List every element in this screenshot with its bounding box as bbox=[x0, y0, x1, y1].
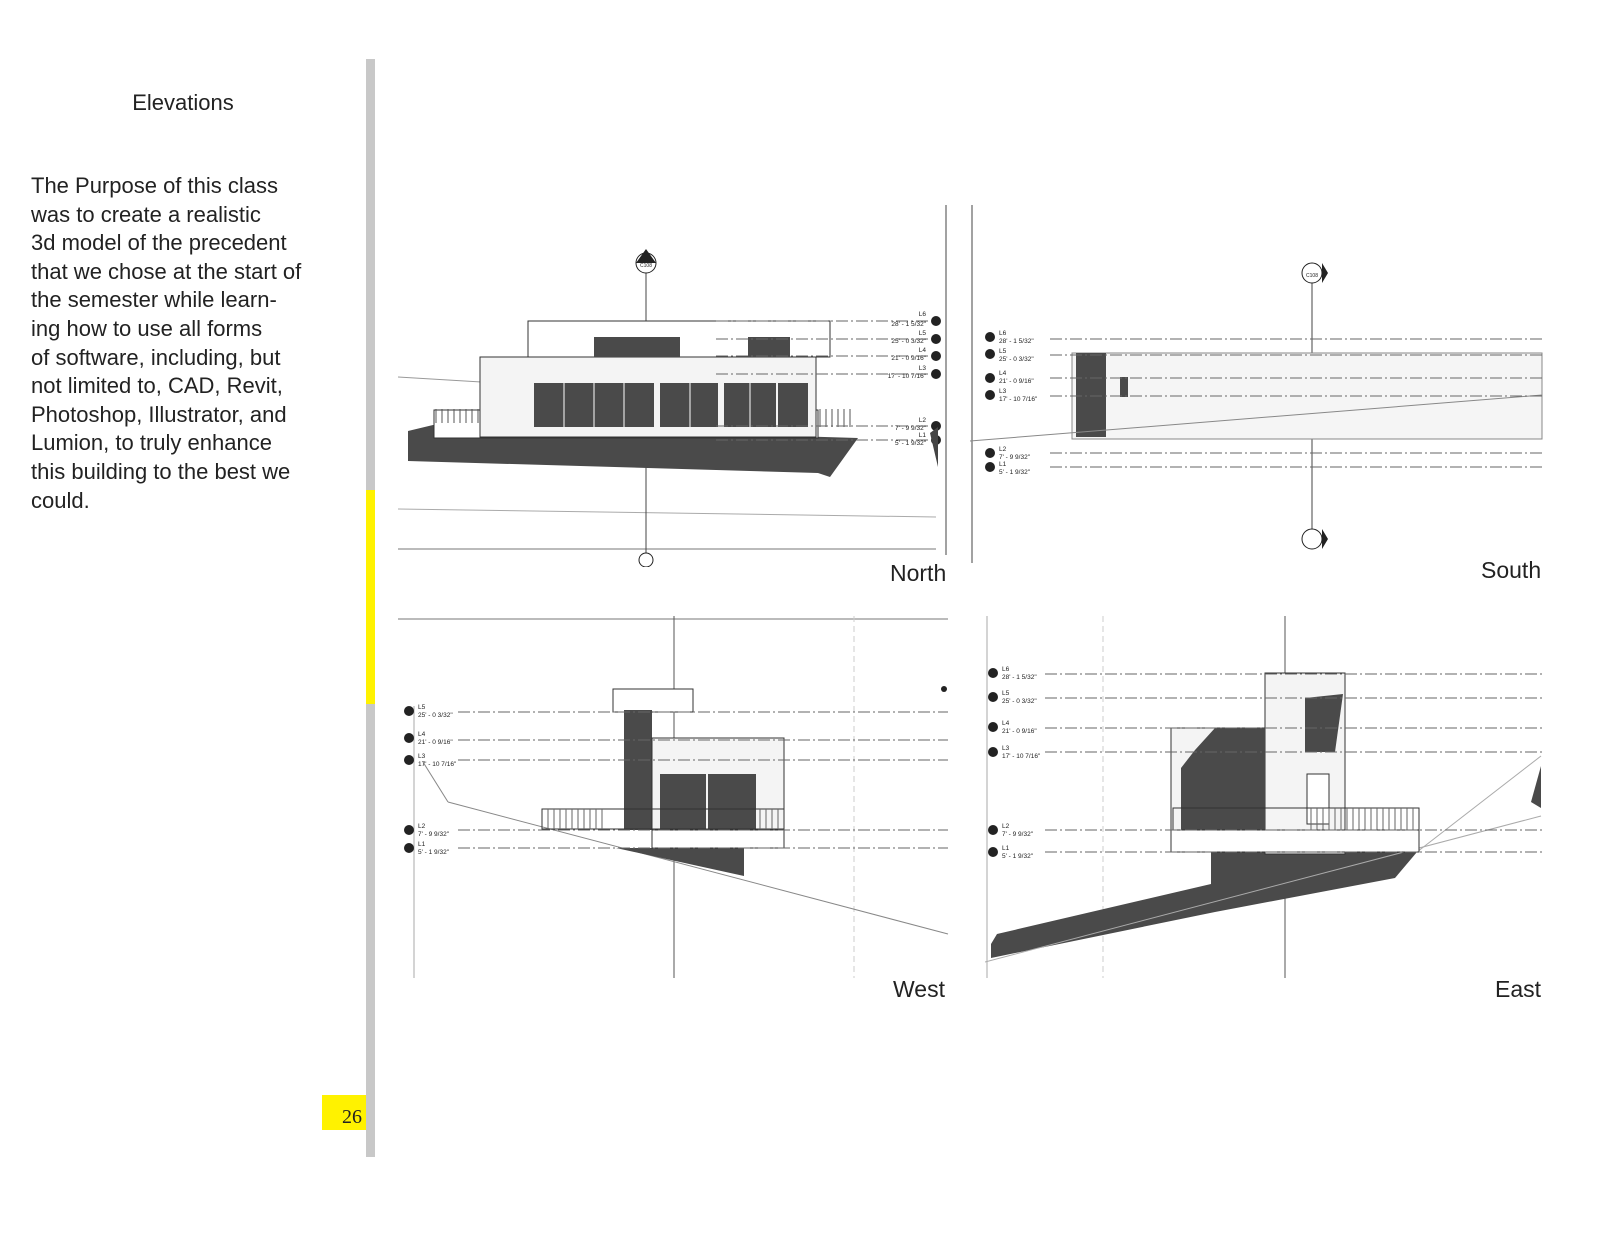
south-level-name: L6 bbox=[999, 330, 1007, 337]
north-level-value: 25' - 0 3/32" bbox=[891, 338, 926, 345]
south-level-value: 7' - 9 9/32" bbox=[999, 454, 1031, 461]
north-level-value: 7' - 9 9/32" bbox=[895, 425, 927, 432]
north-level-value: 28' - 1 5/32" bbox=[891, 321, 926, 328]
west-level-name: L5 bbox=[418, 704, 426, 711]
east-level-value: 28' - 1 5/32" bbox=[1002, 674, 1037, 681]
north-level-name: L1 bbox=[919, 432, 927, 439]
east-level-name: L2 bbox=[1002, 823, 1010, 830]
east-level-name: L4 bbox=[1002, 720, 1010, 727]
west-level-value: 7' - 9 9/32" bbox=[418, 831, 450, 838]
south-level-value: 5' - 1 9/32" bbox=[999, 469, 1031, 476]
south-elevation-drawing: L6 28' - 1 5/32" L5 25' - 0 3/32" L4 21'… bbox=[970, 205, 1545, 567]
yellow-rail-accent bbox=[366, 490, 375, 704]
south-section-tag: C108 bbox=[1306, 273, 1318, 279]
west-level-name: L4 bbox=[418, 731, 426, 738]
east-level-name: L1 bbox=[1002, 845, 1010, 852]
description-paragraph: The Purpose of this class was to create … bbox=[31, 173, 302, 513]
west-level-value: 5' - 1 9/32" bbox=[418, 849, 450, 856]
east-elevation-drawing: L6 28' - 1 5/32" L5 25' - 0 3/32" L4 21'… bbox=[985, 616, 1545, 981]
south-level-name: L4 bbox=[999, 370, 1007, 377]
east-level-value: 17' - 10 7/16" bbox=[1002, 753, 1041, 760]
east-level-name: L6 bbox=[1002, 666, 1010, 673]
south-level-value: 17' - 10 7/16" bbox=[999, 396, 1038, 403]
east-level-value: 5' - 1 9/32" bbox=[1002, 853, 1034, 860]
west-level-name: L1 bbox=[418, 841, 426, 848]
south-level-value: 25' - 0 3/32" bbox=[999, 356, 1034, 363]
west-elevation-drawing: L5 25' - 0 3/32" L4 21' - 0 9/16" L3 17'… bbox=[398, 616, 953, 981]
east-level-name: L3 bbox=[1002, 745, 1010, 752]
north-level-value: 21' - 0 9/16" bbox=[891, 355, 926, 362]
south-level-name: L5 bbox=[999, 348, 1007, 355]
east-label: East bbox=[1495, 976, 1542, 1002]
west-level-value: 25' - 0 3/32" bbox=[418, 712, 453, 719]
south-level-name: L3 bbox=[999, 388, 1007, 395]
page-title: Elevations bbox=[132, 90, 234, 115]
east-level-value: 21' - 0 9/16" bbox=[1002, 728, 1037, 735]
west-level-name: L3 bbox=[418, 753, 426, 760]
south-label: South bbox=[1481, 557, 1542, 583]
north-level-name: L6 bbox=[919, 311, 927, 318]
north-level-name: L2 bbox=[919, 417, 927, 424]
north-level-name: L4 bbox=[919, 347, 927, 354]
west-level-value: 17' - 10 7/16" bbox=[418, 761, 457, 768]
south-level-name: L2 bbox=[999, 446, 1007, 453]
east-level-value: 7' - 9 9/32" bbox=[1002, 831, 1034, 838]
west-level-name: L2 bbox=[418, 823, 426, 830]
west-label: West bbox=[893, 976, 945, 1002]
north-level-name: L3 bbox=[919, 365, 927, 372]
north-level-value: 17' - 10 7/16" bbox=[888, 373, 927, 380]
east-level-name: L5 bbox=[1002, 690, 1010, 697]
north-level-name: L5 bbox=[919, 330, 927, 337]
north-level-value: 5' - 1 9/32" bbox=[895, 440, 927, 447]
south-level-value: 21' - 0 9/16" bbox=[999, 378, 1034, 385]
north-elevation-drawing: L6 28' - 1 5/32" L5 25' - 0 3/32" L4 21'… bbox=[398, 205, 953, 567]
south-level-name: L1 bbox=[999, 461, 1007, 468]
page-number: 26 bbox=[322, 1095, 366, 1130]
north-label: North bbox=[890, 560, 947, 586]
north-section-tag: C108 bbox=[640, 263, 652, 269]
west-level-value: 21' - 0 9/16" bbox=[418, 739, 453, 746]
east-level-value: 25' - 0 3/32" bbox=[1002, 698, 1037, 705]
south-level-value: 28' - 1 5/32" bbox=[999, 338, 1034, 345]
